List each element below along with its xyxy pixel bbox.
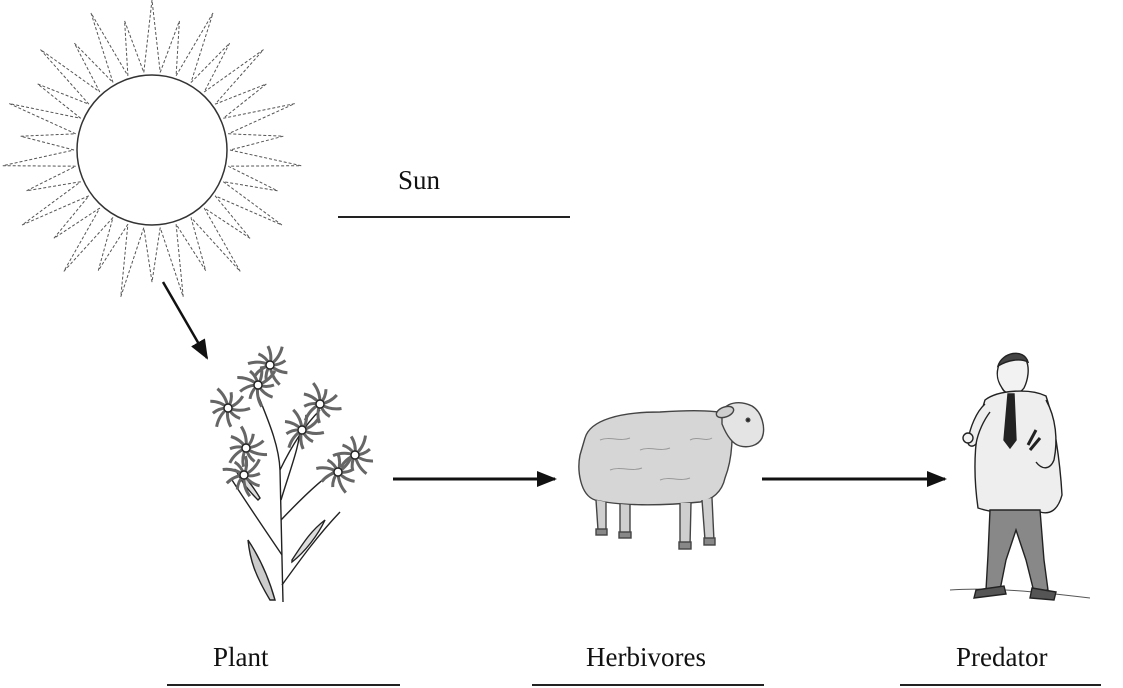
arrow-sun-to-plant (163, 282, 207, 358)
label-plant: Plant (213, 642, 269, 673)
sun-icon (3, 0, 301, 297)
flower-head (230, 427, 267, 467)
flower-head (304, 383, 342, 423)
label-sun: Sun (398, 165, 440, 196)
sheep-icon (579, 403, 764, 549)
man-icon (950, 353, 1090, 600)
label-herbivores: Herbivores (586, 642, 706, 673)
label-predator: Predator (956, 642, 1047, 673)
flowering-plant-icon (210, 346, 373, 602)
flower-head (210, 389, 250, 427)
